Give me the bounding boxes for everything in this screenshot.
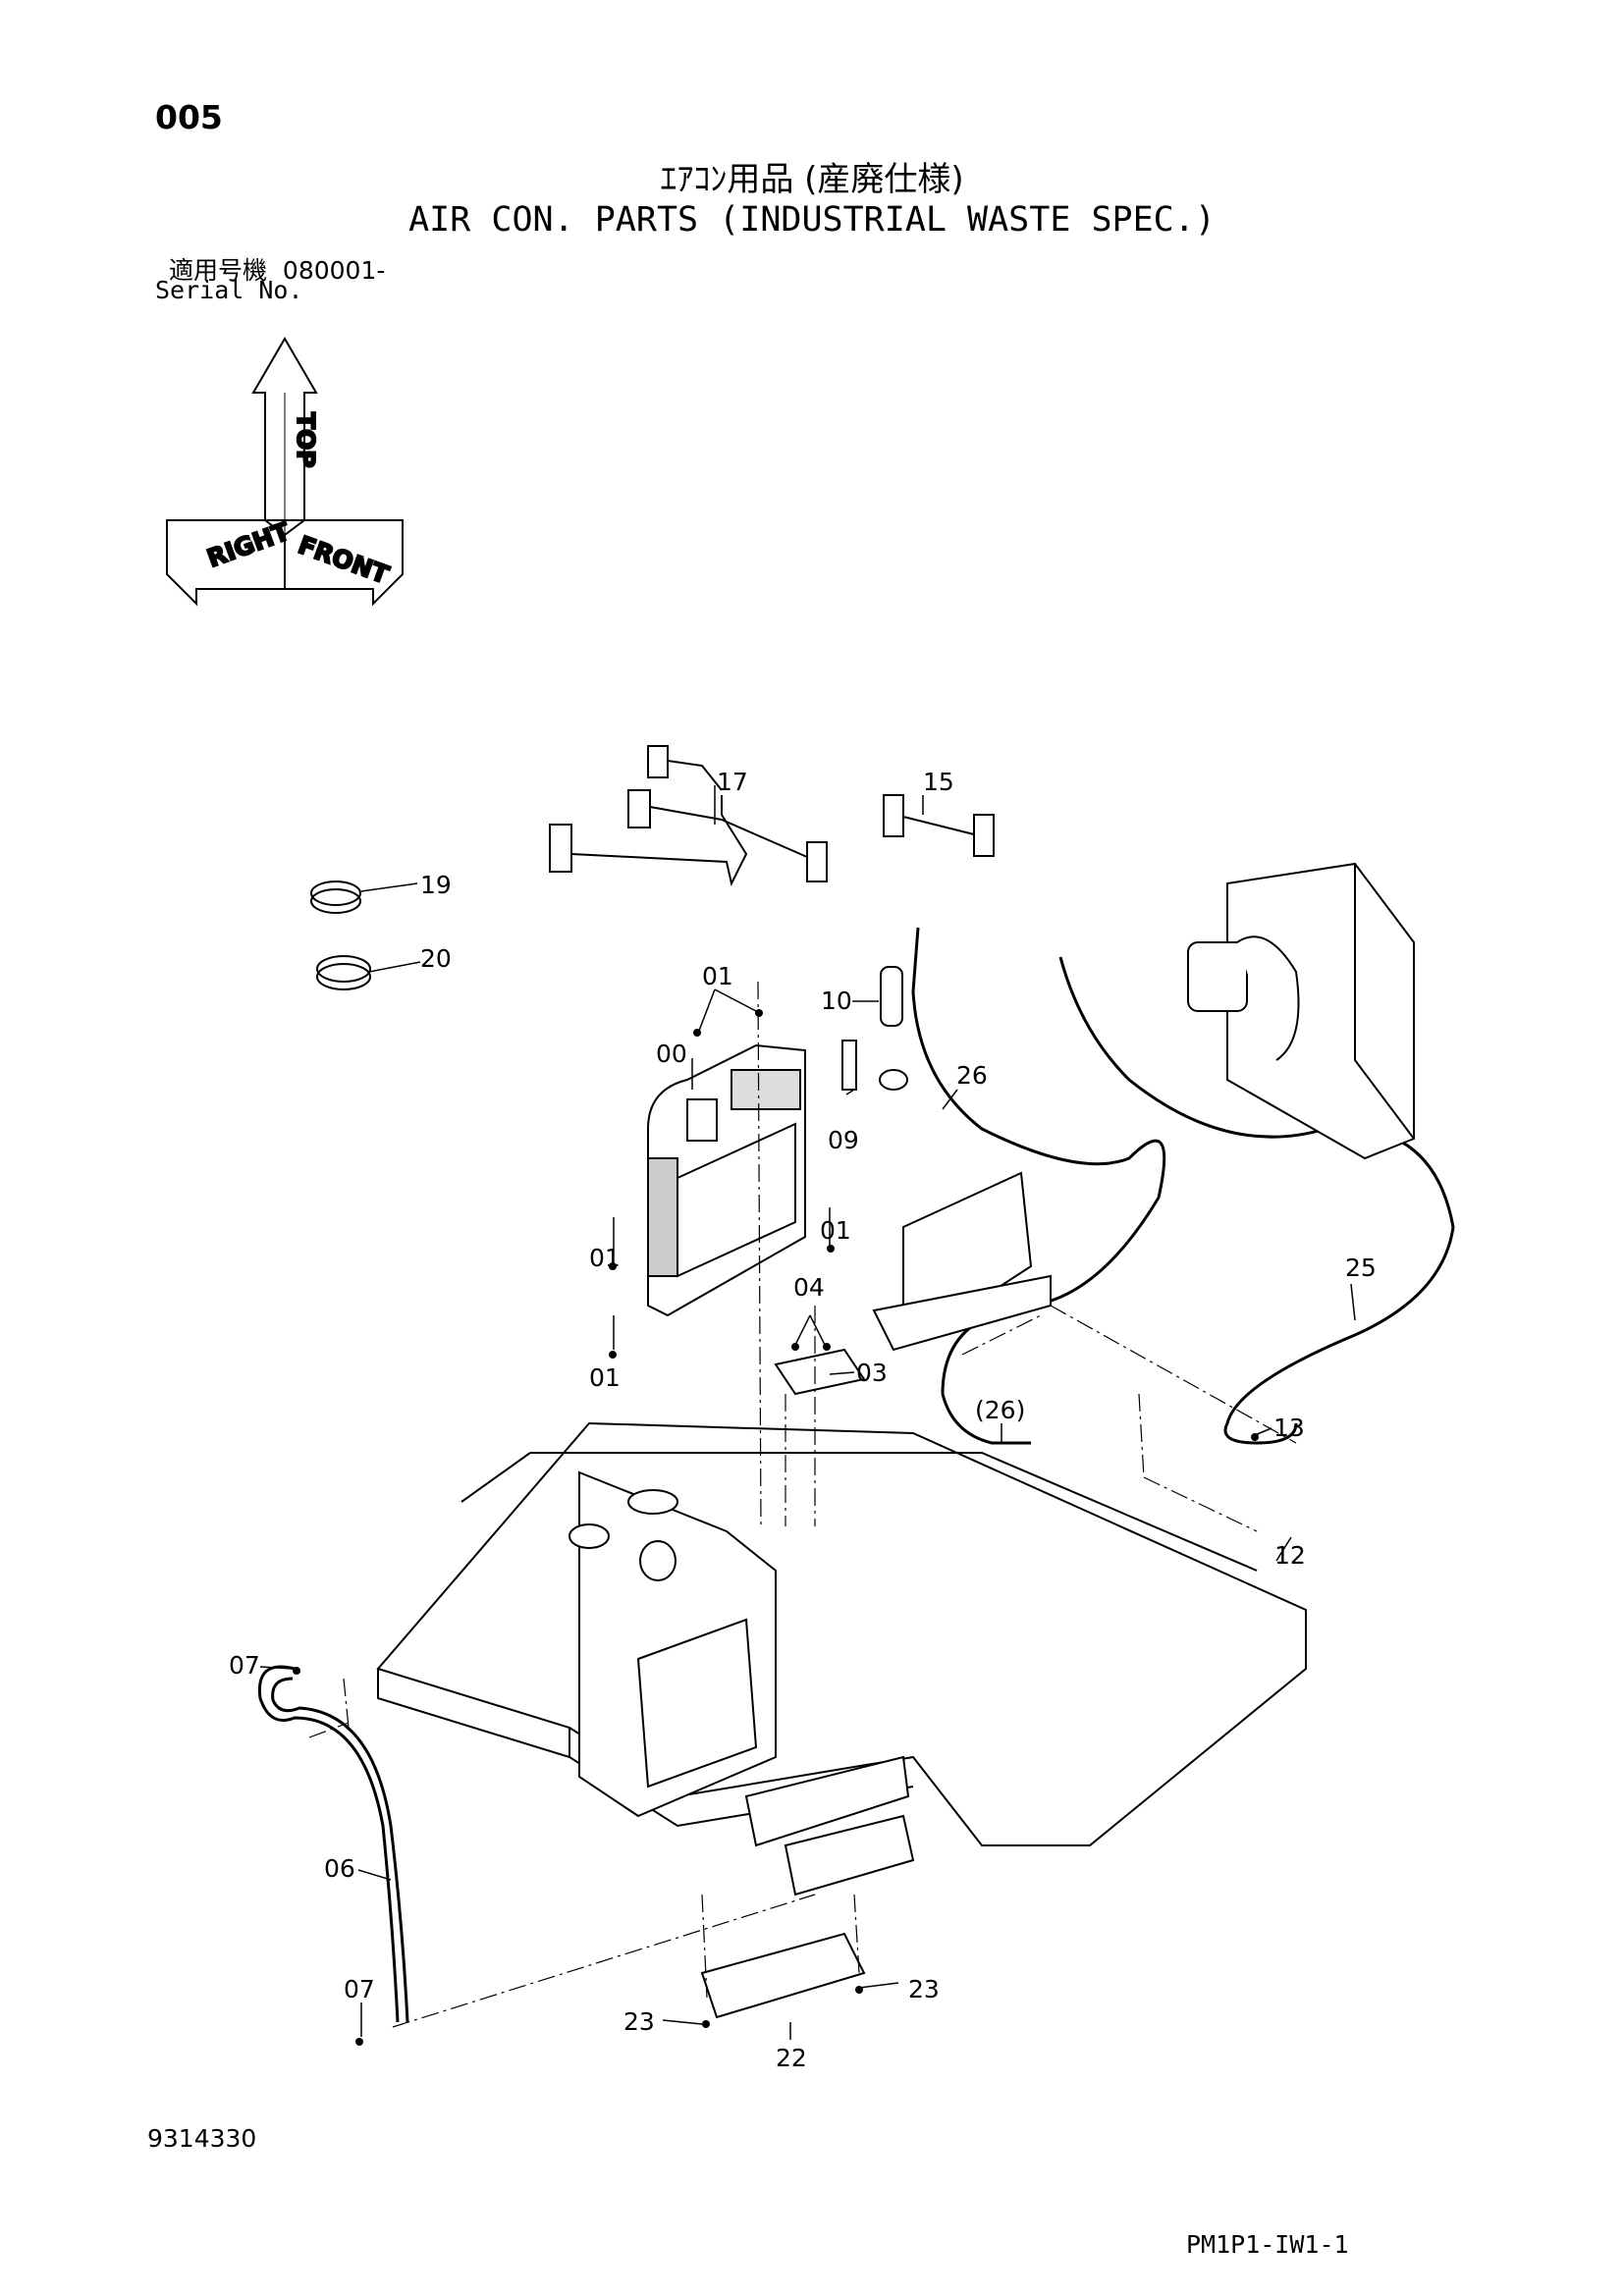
clamps xyxy=(310,881,371,990)
callout-01-right: 01 xyxy=(820,1216,851,1245)
serial-value: 080001- xyxy=(282,256,386,285)
callout-23-left: 23 xyxy=(623,2007,655,2036)
front-arrow-icon xyxy=(284,519,404,607)
callout-25: 25 xyxy=(1345,1254,1377,1282)
part-17-harness xyxy=(549,745,828,886)
callout-01-top: 01 xyxy=(702,962,733,990)
serial-label-ja-text: 適用号機 xyxy=(169,256,268,285)
fastener-dots xyxy=(293,1009,1259,2046)
callout-26: 26 xyxy=(956,1061,988,1090)
callout-09: 09 xyxy=(828,1126,859,1154)
callout-22: 22 xyxy=(776,2044,807,2072)
title-english: AIR CON. PARTS (INDUSTRIAL WASTE SPEC.) xyxy=(408,200,1216,240)
step-and-cover xyxy=(700,1755,915,2019)
serial-label-english: Serial No. xyxy=(155,276,303,304)
part-06-handrail xyxy=(257,1665,409,2023)
callout-07-top: 07 xyxy=(229,1651,260,1680)
page-number: 005 xyxy=(155,98,223,136)
part-00-cover xyxy=(647,1043,806,1317)
page-code: PM1P1-IW1-1 xyxy=(1186,2230,1349,2259)
callout-13: 13 xyxy=(1273,1414,1305,1442)
callout-01-bottom: 01 xyxy=(589,1363,621,1392)
arrow-label-top: TOP xyxy=(292,412,320,468)
leader-lines xyxy=(259,785,1356,2040)
controller-bracket xyxy=(872,1171,1052,1352)
alignment-lines xyxy=(308,981,1297,2028)
part-15-jumper xyxy=(883,794,995,857)
callout-07-bottom: 07 xyxy=(344,1975,375,2003)
fuel-tank xyxy=(568,1470,777,1818)
callout-10: 10 xyxy=(821,987,852,1015)
part-03-plate xyxy=(774,1348,866,1396)
callout-12: 12 xyxy=(1274,1541,1306,1570)
drawing-code: 9314330 xyxy=(147,2124,257,2153)
orientation-arrows: TOP RIGHT FRONT xyxy=(166,337,404,607)
callout-19: 19 xyxy=(420,871,452,899)
callout-17: 17 xyxy=(717,768,748,796)
title-japanese: ｴｱｺﾝ用品 (産廃仕様) xyxy=(660,160,964,199)
callout-20: 20 xyxy=(420,944,452,973)
callout-04: 04 xyxy=(793,1273,825,1302)
serial-label-japanese: 適用号機 080001- xyxy=(169,251,385,287)
callout-06: 06 xyxy=(324,1854,355,1883)
callout-00: 00 xyxy=(656,1040,687,1068)
callout-23-right: 23 xyxy=(908,1975,940,2003)
callout-03: 03 xyxy=(856,1359,888,1387)
callout-26-paren: (26) xyxy=(975,1396,1025,1424)
hoses xyxy=(911,927,1455,1445)
callout-01-left: 01 xyxy=(589,1244,621,1272)
callout-15: 15 xyxy=(923,768,954,796)
air-conditioner-unit xyxy=(1187,862,1415,1160)
part-10-receiver xyxy=(841,966,908,1091)
